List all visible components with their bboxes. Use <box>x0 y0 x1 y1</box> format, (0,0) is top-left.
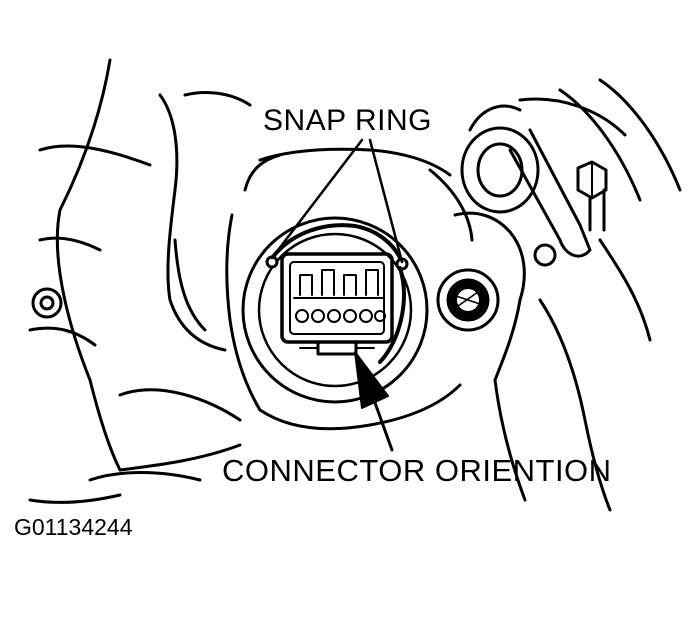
hex-bolt <box>576 160 608 232</box>
figure-code: G01134244 <box>14 514 133 540</box>
left-bolt-hole <box>31 287 63 319</box>
snap-ring-leaders <box>270 138 404 264</box>
snap-ring-label: SNAP RING <box>263 104 432 137</box>
linkage-rod <box>460 126 592 267</box>
threaded-hole <box>436 268 500 332</box>
connector-orientation-label: CONNECTOR ORIENTION <box>222 453 612 488</box>
electrical-connector <box>280 252 394 356</box>
connector-bore <box>241 216 429 404</box>
housing-outline <box>28 58 682 512</box>
orientation-arrow <box>354 351 394 452</box>
